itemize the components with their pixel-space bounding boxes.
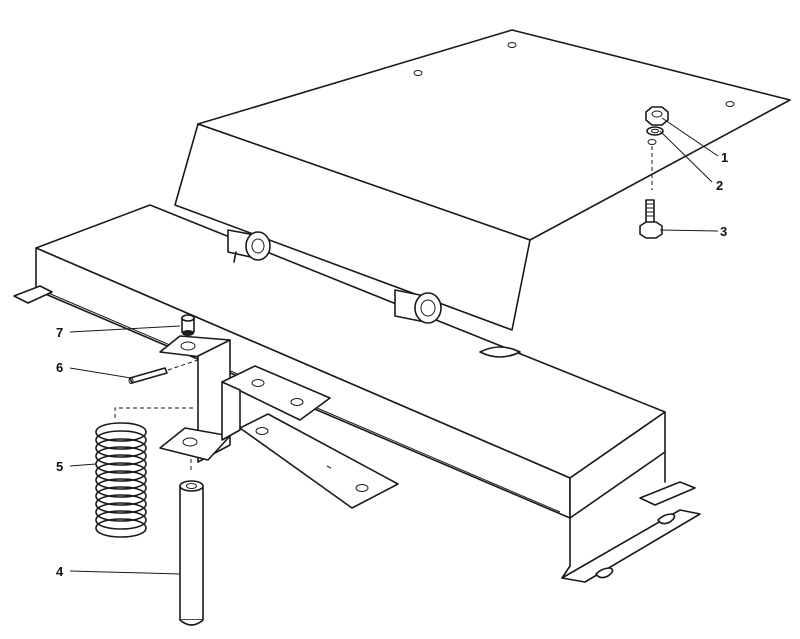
- compression-spring: [95, 407, 196, 538]
- base-frame: [13, 204, 701, 583]
- callout-3: 3: [720, 224, 727, 239]
- set-screw: [181, 314, 195, 336]
- hinged-cover: [174, 29, 791, 331]
- callout-5: 5: [56, 459, 63, 474]
- callout-6: 6: [56, 360, 63, 375]
- bolt: [639, 199, 663, 239]
- callout-1: 1: [721, 150, 728, 165]
- callout-7: 7: [56, 325, 63, 340]
- pivot-pin: [179, 458, 204, 626]
- callout-4: 4: [56, 564, 64, 579]
- nut: [645, 106, 669, 126]
- hinge-barrel-left: [227, 229, 271, 263]
- callout-2: 2: [716, 178, 723, 193]
- pin-centre-line: [167, 359, 199, 371]
- leader-lines: [69, 117, 719, 575]
- mounting-strap: [221, 365, 399, 509]
- spring-bracket: [159, 335, 231, 463]
- lock-washer: [646, 126, 664, 136]
- hinge-barrel-right: [394, 289, 442, 324]
- roll-pin: [128, 367, 168, 384]
